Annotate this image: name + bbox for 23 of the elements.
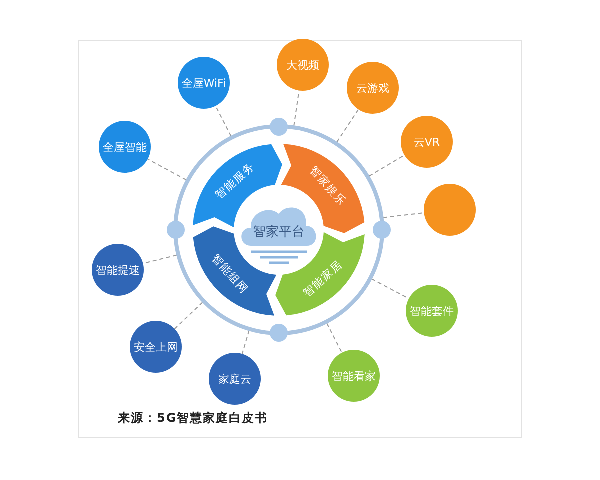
dashed-connector [371,278,410,300]
dashed-connector [294,90,300,127]
dashed-connector [242,330,250,355]
dashed-connector [174,302,204,330]
topic-circle: 大视频 [277,39,329,91]
dashed-connector [336,109,360,143]
topic-circle: 全屋智能 [99,121,151,173]
topic-circle: 智能套件 [406,285,458,337]
topic-circle: 云VR [401,116,453,168]
topic-circle: 安全上网 [130,321,182,373]
topic-circle: 全屋WiFi [178,57,230,109]
dashed-connector [215,106,232,137]
dashed-connector [326,322,343,354]
topic-circle: 云游戏 [347,62,399,114]
topic-circle: 智能提速 [92,244,144,296]
topic-circle: 智能看家 [328,350,380,402]
topic-circle: 家庭云 [209,353,261,405]
dashed-connector [382,212,425,218]
dashed-connector [147,158,188,181]
dashed-connector [368,154,406,177]
topic-circle [424,184,476,236]
ring [173,124,385,336]
caption: 来源：5G智慧家庭白皮书 [118,410,268,426]
